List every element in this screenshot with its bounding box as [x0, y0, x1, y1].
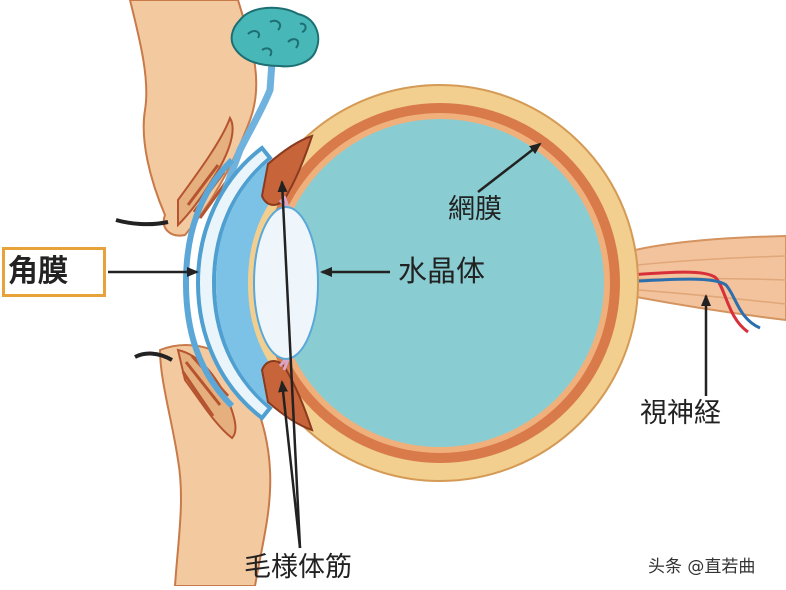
cornea-outer-line — [182, 157, 235, 409]
cornea-label-box — [2, 247, 106, 297]
lacrimal-duct — [210, 61, 276, 222]
ciliary-pointer-upper — [277, 180, 302, 549]
lacrimal-gland — [230, 6, 320, 68]
retina-label: 網膜 — [448, 194, 502, 225]
retina-pointer — [477, 142, 542, 193]
vitreous-body — [276, 119, 604, 447]
retinal-vein — [601, 277, 761, 330]
ciliary-body-lower — [260, 360, 314, 432]
anterior-chamber — [216, 160, 282, 406]
ciliary-muscle-label: 毛様体筋 — [244, 552, 352, 583]
upper-eyelash — [115, 218, 169, 227]
watermark: 头条 @直若曲 — [648, 557, 756, 577]
ciliary-body-upper — [260, 134, 314, 206]
cornea-label: 角膜 — [8, 254, 68, 289]
cornea — [195, 145, 273, 421]
optic-nerve-label: 視神経 — [640, 398, 721, 429]
retinal-artery — [601, 270, 749, 334]
lens-label: 水晶体 — [398, 254, 486, 288]
lacrimal-gland-texture — [247, 19, 307, 57]
lower-eyelash — [134, 351, 173, 362]
ciliary-pointer-lower — [278, 380, 302, 549]
upper-eyelid — [128, 0, 258, 237]
